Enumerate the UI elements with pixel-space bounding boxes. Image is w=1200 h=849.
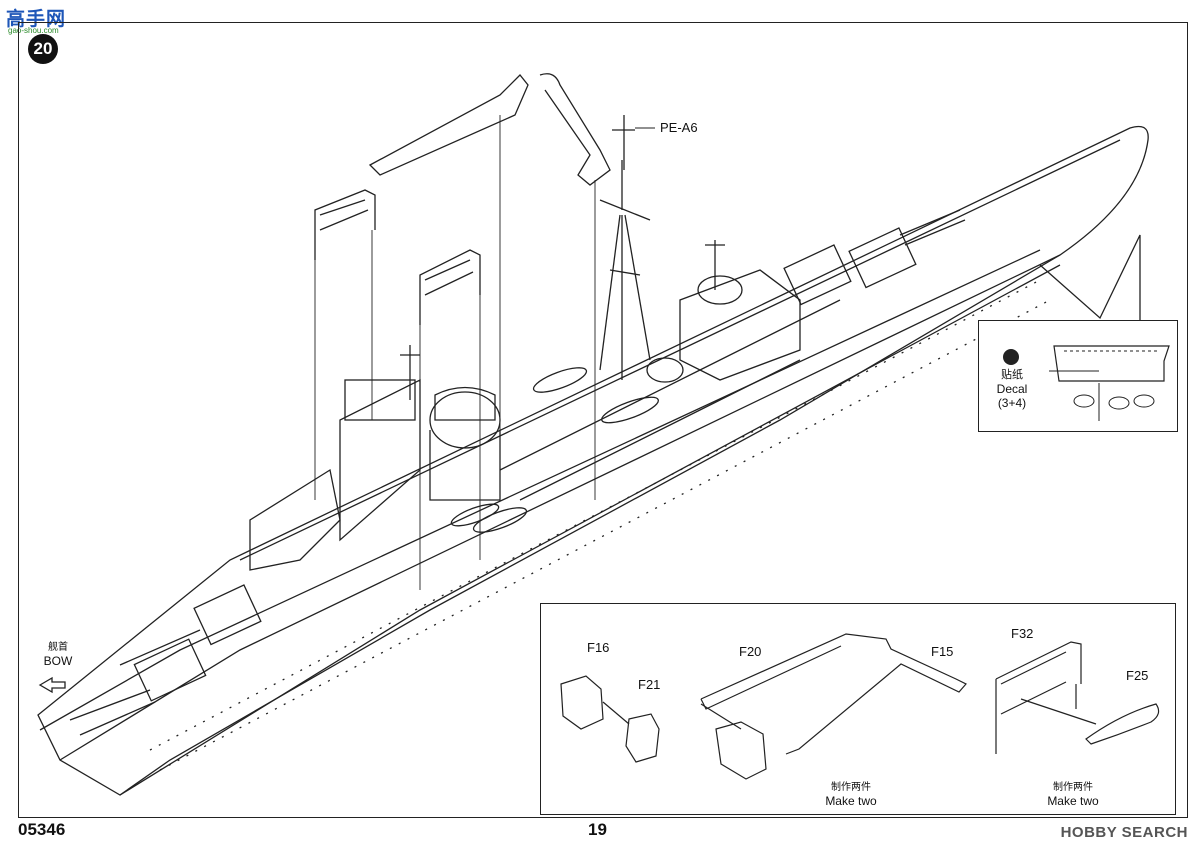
- hobby-search-watermark: HOBBY SEARCH: [1060, 824, 1188, 841]
- pe-part-label: PE-A6: [660, 120, 698, 135]
- part-label-f32: F32: [1011, 626, 1034, 641]
- watermark-logo: 高手网: [6, 8, 67, 30]
- subassembly-drawing: [560, 633, 1160, 780]
- decal-detail-box: 贴纸 Decal (3+4): [978, 320, 1178, 432]
- make-two-en-right: Make two: [1047, 794, 1099, 808]
- decal-number: (3+4): [997, 396, 1027, 410]
- part-label-f20: F20: [739, 644, 762, 659]
- watermark-url: gao-shou.com: [8, 26, 59, 35]
- make-two-cn-left: 制作两件: [831, 782, 871, 793]
- hull-outline: [37, 125, 1149, 796]
- make-two-en-left: Make two: [825, 794, 877, 808]
- decal-label-en: Decal: [996, 382, 1028, 396]
- make-two-cn-right: 制作两件: [1053, 782, 1093, 793]
- bow-label-en: BOW: [43, 654, 73, 668]
- bow-label-cn: 舰首: [48, 642, 68, 653]
- part-label-f15: F15: [931, 644, 954, 659]
- part-label-f21: F21: [638, 677, 661, 692]
- page-frame: [18, 22, 1188, 818]
- step-number-badge: 20: [28, 34, 58, 64]
- decal-label-cn: 贴纸: [1001, 369, 1023, 381]
- page-number: 19: [588, 820, 607, 839]
- part-label-f25: F25: [1126, 668, 1149, 683]
- decal-icon: [1003, 345, 1170, 421]
- part-label-f16: F16: [587, 640, 610, 655]
- kit-number: 05346: [18, 820, 66, 839]
- subassembly-box: F16 F21 F20 F15 F32 F25 制作两件 Make two 制作…: [540, 603, 1176, 815]
